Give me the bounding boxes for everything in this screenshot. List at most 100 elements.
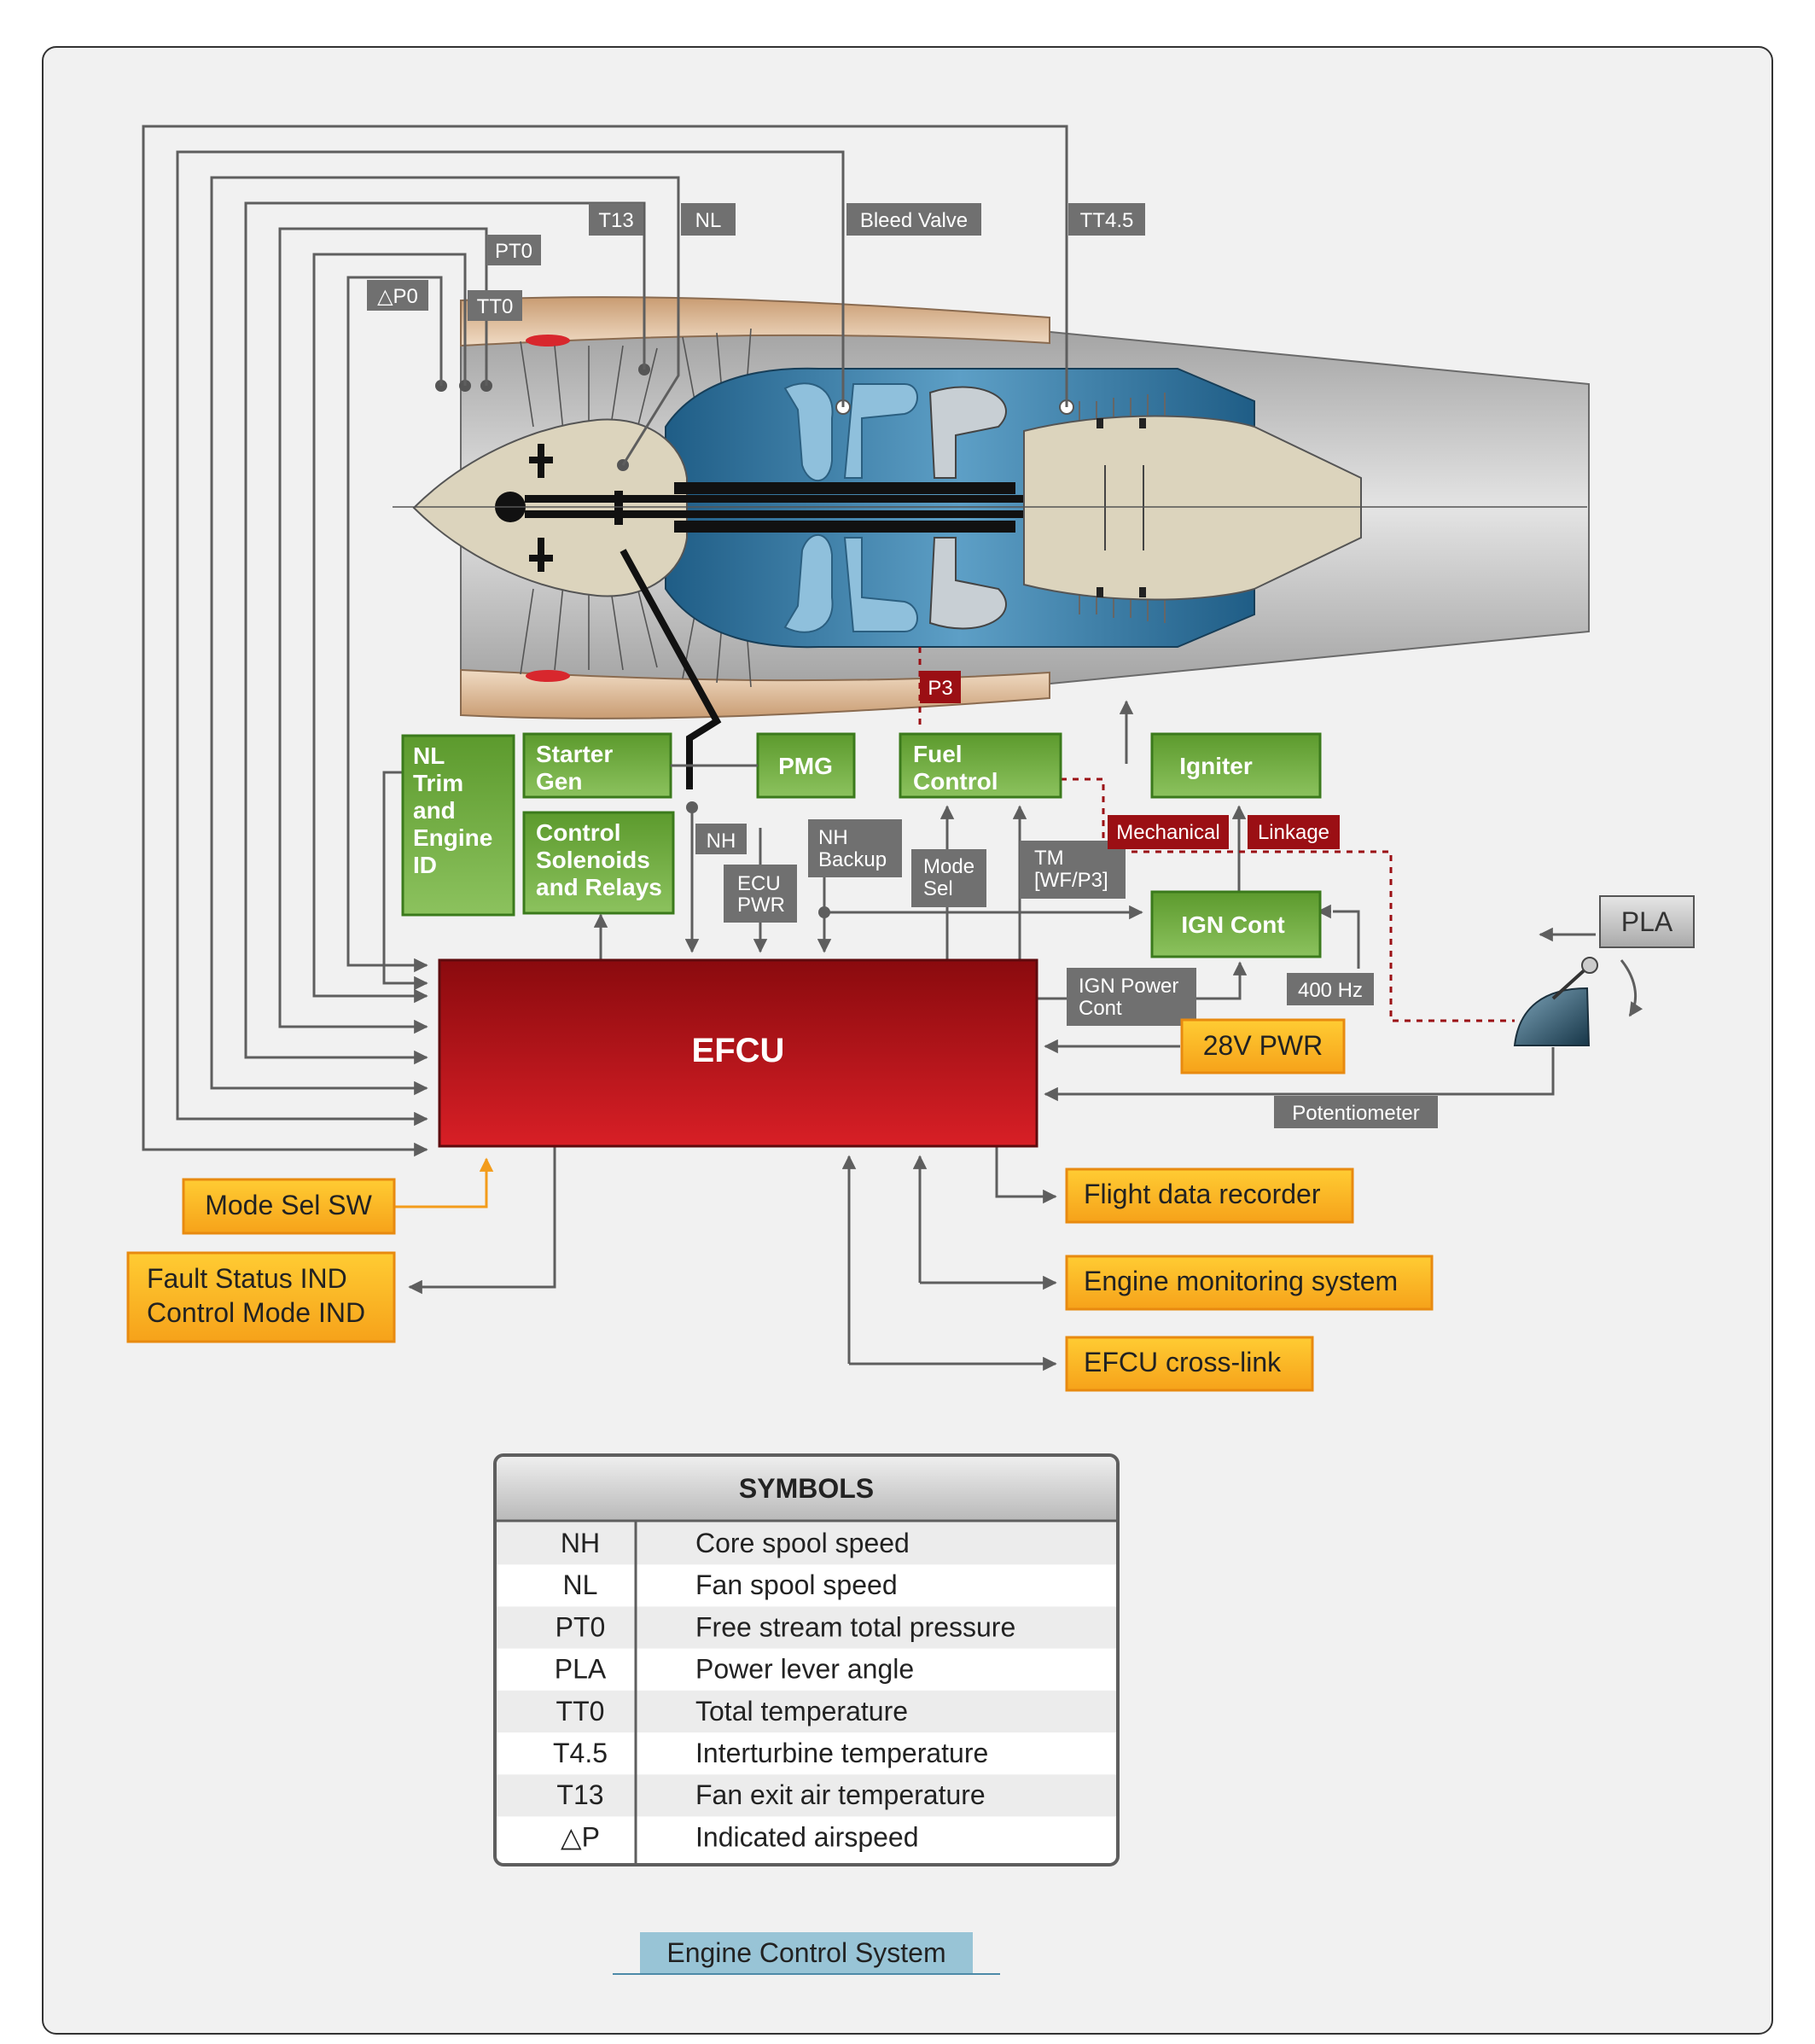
symbol-meaning: Power lever angle	[695, 1654, 914, 1685]
mode-sel-sw-box: Mode Sel SW	[182, 1178, 396, 1235]
svg-text:△P0: △P0	[377, 285, 418, 308]
symbol-row: △P Indicated airspeed	[561, 1821, 918, 1852]
svg-text:TT0: TT0	[477, 295, 514, 318]
svg-text:PMG: PMG	[778, 753, 833, 779]
svg-text:400 Hz: 400 Hz	[1298, 979, 1363, 1002]
svg-text:ECU PWR: ECU PWR	[737, 872, 786, 917]
svg-text:T13: T13	[598, 209, 633, 232]
power-lever-icon	[1513, 957, 1598, 1046]
label-nh: NH	[695, 824, 747, 854]
svg-text:PT0: PT0	[495, 240, 532, 263]
label-mode-sel: Mode Sel	[911, 849, 986, 907]
efcu-box: EFCU	[438, 958, 1038, 1148]
label-400hz: 400 Hz	[1287, 973, 1374, 1005]
symbol-abbrev: PLA	[555, 1654, 607, 1685]
label-pt0: PT0	[486, 235, 541, 265]
label-ign-power-cont: IGN Power Cont	[1067, 968, 1196, 1026]
fault-status-box: Fault Status IND Control Mode IND	[126, 1251, 396, 1343]
ign-cont-box: IGN Cont	[1150, 890, 1322, 958]
symbols-title: SYMBOLS	[739, 1473, 874, 1504]
symbol-row-stripe	[497, 1690, 1116, 1732]
svg-text:TM [WF/P3]: TM [WF/P3]	[1034, 847, 1108, 892]
svg-text:Engine monitoring system: Engine monitoring system	[1084, 1266, 1398, 1296]
symbol-row: T4.5 Interturbine temperature	[553, 1738, 988, 1768]
symbol-abbrev: T13	[556, 1779, 603, 1810]
nl-trim-engine-id-box: NL Trim and Engine ID	[401, 734, 515, 917]
label-dp0: △P0	[367, 280, 428, 311]
starter-gen-box: Starter Gen	[522, 732, 672, 799]
symbol-meaning: Indicated airspeed	[695, 1821, 919, 1852]
symbol-abbrev: TT0	[556, 1696, 605, 1727]
svg-text:Mechanical: Mechanical	[1116, 821, 1219, 844]
fuel-control-box: Fuel Control	[899, 732, 1062, 799]
symbol-meaning: Fan exit air temperature	[695, 1779, 986, 1810]
svg-text:NH: NH	[707, 830, 736, 853]
svg-text:Mode Sel: Mode Sel	[923, 855, 980, 900]
svg-text:Engine Control System: Engine Control System	[666, 1937, 945, 1968]
symbol-meaning: Free stream total pressure	[695, 1611, 1015, 1642]
symbol-row-stripe	[497, 1523, 1116, 1565]
symbol-row: PT0 Free stream total pressure	[497, 1606, 1116, 1649]
label-tt45: TT4.5	[1068, 203, 1145, 236]
label-p3: P3	[920, 671, 961, 703]
svg-text:Linkage: Linkage	[1258, 821, 1329, 844]
label-t13: T13	[589, 203, 643, 236]
svg-text:Fault Status IND Control: Fault Status IND Control Mode IND	[147, 1263, 365, 1328]
flight-data-recorder-box: Flight data recorder	[1065, 1168, 1354, 1224]
svg-text:PLA: PLA	[1621, 906, 1673, 937]
svg-text:NH Backup: NH Backup	[818, 826, 887, 871]
svg-text:Mode Sel SW: Mode Sel SW	[205, 1190, 372, 1220]
figure-caption: Engine Control System	[613, 1932, 1000, 1975]
svg-text:EFCU: EFCU	[692, 1032, 785, 1069]
label-tt0: TT0	[468, 290, 522, 321]
label-linkage: Linkage	[1248, 815, 1340, 849]
label-ecu-pwr: ECU PWR	[724, 865, 797, 923]
label-potentiometer: Potentiometer	[1274, 1096, 1438, 1128]
svg-text:NL Trim and: NL Trim and Engine ID	[413, 742, 499, 878]
svg-text:Flight data recorder: Flight data recorder	[1084, 1179, 1321, 1209]
engine-monitoring-box: Engine monitoring system	[1065, 1255, 1434, 1311]
symbol-row-stripe	[497, 1774, 1116, 1817]
symbol-meaning: Core spool speed	[695, 1528, 910, 1558]
symbol-meaning: Total temperature	[695, 1696, 908, 1727]
label-nl: NL	[681, 203, 736, 236]
symbol-row: TT0 Total temperature	[497, 1690, 1116, 1732]
svg-text:IGN Cont: IGN Cont	[1181, 911, 1284, 938]
symbol-row: T13 Fan exit air temperature	[497, 1774, 1116, 1817]
label-tm-wf-p3: TM [WF/P3]	[1020, 841, 1126, 899]
symbol-row-stripe	[497, 1606, 1116, 1649]
symbol-abbrev: △P	[561, 1821, 600, 1852]
svg-text:IGN Power Cont: IGN Power Cont	[1079, 975, 1184, 1020]
symbol-row: PLA Power lever angle	[555, 1654, 914, 1685]
svg-text:28V PWR: 28V PWR	[1203, 1030, 1323, 1061]
svg-text:Fuel Control: Fuel Control	[913, 741, 998, 795]
svg-text:EFCU cross-link: EFCU cross-link	[1084, 1347, 1282, 1377]
efcu-crosslink-box: EFCU cross-link	[1065, 1336, 1314, 1392]
symbol-abbrev: PT0	[556, 1611, 606, 1642]
svg-text:Igniter: Igniter	[1179, 753, 1253, 779]
igniter-box: Igniter	[1150, 732, 1322, 799]
svg-text:Control Solenoids: Control Solenoids and Relays	[536, 819, 662, 900]
symbol-abbrev: T4.5	[553, 1738, 608, 1768]
pla-box: PLA	[1599, 895, 1695, 948]
svg-text:NL: NL	[695, 209, 722, 232]
pwr-28v-box: 28V PWR	[1180, 1018, 1346, 1074]
symbol-meaning: Interturbine temperature	[695, 1738, 988, 1768]
symbol-meaning: Fan spool speed	[695, 1569, 898, 1600]
symbol-row: NL Fan spool speed	[563, 1569, 898, 1600]
svg-text:P3: P3	[928, 677, 952, 700]
label-mechanical: Mechanical	[1108, 815, 1229, 849]
control-solenoids-box: Control Solenoids and Relays	[522, 811, 675, 915]
svg-text:Bleed Valve: Bleed Valve	[860, 209, 968, 232]
pmg-box: PMG	[756, 732, 856, 799]
svg-text:Potentiometer: Potentiometer	[1292, 1102, 1419, 1125]
svg-text:TT4.5: TT4.5	[1080, 209, 1134, 232]
svg-text:Starter Gen: Starter Gen	[536, 741, 620, 795]
symbol-abbrev: NL	[563, 1569, 598, 1600]
label-bleed-valve: Bleed Valve	[846, 203, 981, 236]
turbofan-engine-illustration	[393, 296, 1590, 719]
label-nh-backup: NH Backup	[808, 819, 902, 877]
